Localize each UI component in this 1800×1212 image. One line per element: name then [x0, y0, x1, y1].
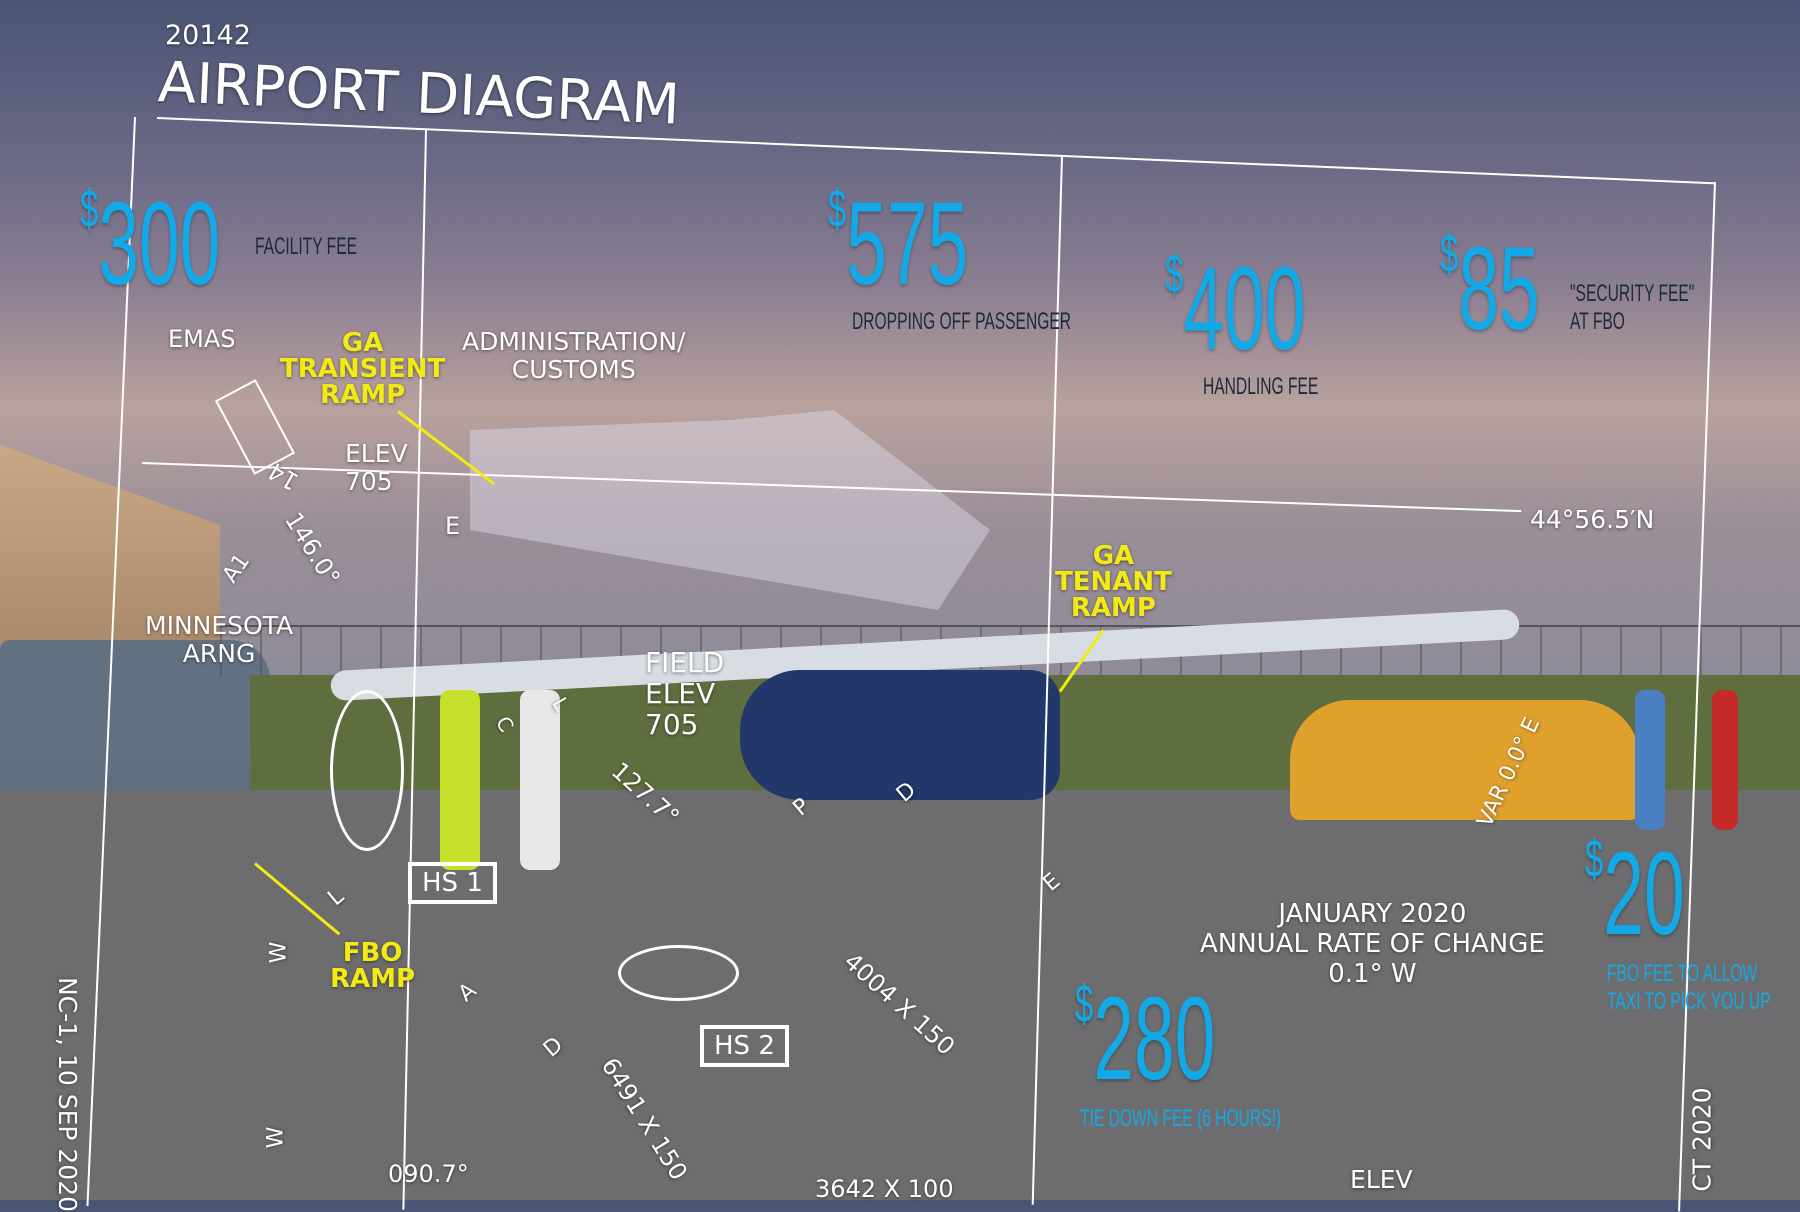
- fee-amount: 20: [1603, 828, 1685, 960]
- label-line: FBO: [342, 938, 403, 968]
- label-line: 0.1° W: [1328, 958, 1417, 989]
- hot-spot-ellipse: [618, 945, 739, 1001]
- fee-label: "SECURITY FEE"AT FBO: [1570, 280, 1694, 335]
- label-line: FIELD: [645, 646, 725, 679]
- taxiway-w: W: [263, 1126, 289, 1149]
- hot-spot-2: HS 2: [700, 1025, 789, 1067]
- currency-symbol: $: [1585, 830, 1604, 889]
- fee-label: FACILITY FEE: [255, 233, 358, 260]
- person: [1712, 690, 1738, 830]
- taxi-car: [1290, 700, 1640, 820]
- fee-label-line: AT FBO: [1570, 307, 1625, 335]
- label-line: CUSTOMS: [511, 354, 636, 384]
- frame-top: [156, 117, 1716, 185]
- taxiway-label: A1: [217, 549, 256, 588]
- tarmac: [0, 790, 1800, 1200]
- label-line: TENANT: [1055, 567, 1172, 597]
- fee-label: TIE DOWN FEE (6 HOURS!): [1080, 1105, 1282, 1132]
- page-title: AIRPORT DIAGRAM: [156, 50, 681, 138]
- runway-dim: 3642 X 100: [815, 1175, 954, 1203]
- label-line: ADMINISTRATION/: [462, 327, 686, 356]
- heading: 146.0°: [279, 507, 346, 591]
- label-line: RAMP: [1070, 593, 1156, 623]
- label-line: 705: [345, 466, 393, 496]
- elev-bottom: ELEV: [1350, 1165, 1413, 1194]
- fee-dropoff: $575: [828, 183, 1054, 303]
- fee-amount: 575: [846, 178, 969, 310]
- heading: 090.7°: [388, 1160, 469, 1188]
- airplane-fuselage: [740, 670, 1060, 800]
- label-line: TRANSIENT: [280, 354, 446, 384]
- label-line: MINNESOTA: [145, 611, 294, 640]
- currency-symbol: $: [1165, 245, 1184, 304]
- fee-amount: 85: [1458, 223, 1540, 355]
- fee-taxi: $20: [1585, 833, 1746, 953]
- diagram-code: 20142: [165, 20, 251, 51]
- fee-label: DROPPING OFF PASSENGER: [852, 308, 1072, 335]
- label-line: JANUARY 2020: [1278, 899, 1467, 929]
- label-line: RAMP: [330, 964, 416, 994]
- fee-security: $85: [1440, 228, 1601, 348]
- admin-customs-label: ADMINISTRATION/CUSTOMS: [462, 328, 685, 383]
- hot-spot-1: HS 1: [408, 862, 497, 904]
- taxiway-e: E: [445, 512, 461, 540]
- fee-handling: $400: [1165, 248, 1391, 368]
- currency-symbol: $: [80, 180, 99, 239]
- fee-label-line: TAXI TO PICK YOU UP: [1607, 987, 1771, 1015]
- fee-label-line: "SECURITY FEE": [1570, 280, 1695, 307]
- label-line: ANNUAL RATE OF CHANGE: [1200, 928, 1545, 959]
- person: [520, 690, 560, 870]
- fee-label-line: FBO FEE TO ALLOW: [1607, 960, 1758, 987]
- date-left: NC-1, 10 SEP 2020: [53, 976, 83, 1212]
- latitude-label: 44°56.5′N: [1530, 505, 1655, 534]
- emas-label: EMAS: [168, 325, 236, 353]
- currency-symbol: $: [1075, 975, 1094, 1034]
- label-line: ELEV: [345, 439, 408, 468]
- person: [1635, 690, 1665, 830]
- label-line: ARNG: [182, 638, 256, 668]
- hot-spot-ellipse: [330, 690, 404, 851]
- date-right: CT 2020: [1687, 1087, 1717, 1192]
- taxiway-w: W: [266, 941, 292, 964]
- fee-amount: 400: [1183, 243, 1306, 375]
- fee-amount: 300: [98, 178, 221, 310]
- person: [440, 690, 480, 870]
- fee-label: HANDLING FEE: [1203, 373, 1319, 400]
- fee-amount: 280: [1093, 973, 1216, 1105]
- airport-layout-overlay: [470, 410, 990, 610]
- label-line: 705: [645, 707, 699, 741]
- label-line: RAMP: [320, 380, 406, 410]
- label-line: ELEV: [645, 676, 716, 710]
- label-line: GA: [341, 328, 384, 358]
- fee-tiedown: $280: [1075, 978, 1301, 1098]
- fee-facility: $300: [80, 183, 306, 303]
- currency-symbol: $: [1440, 225, 1459, 284]
- label-line: GA: [1092, 541, 1135, 571]
- currency-symbol: $: [828, 180, 847, 239]
